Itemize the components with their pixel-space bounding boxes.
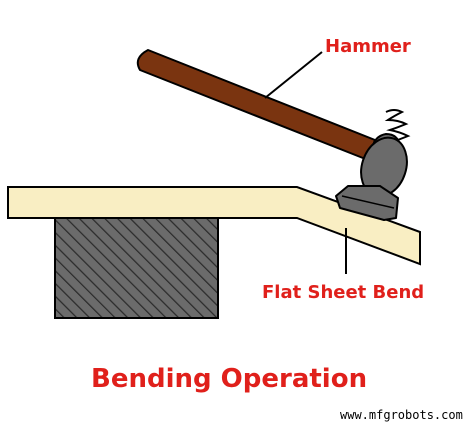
watermark: www.mfgrobots.com — [340, 408, 463, 422]
support-block — [54, 215, 219, 319]
flat-sheet-bend-label: Flat Sheet Bend — [262, 282, 425, 303]
hammer-head — [335, 109, 411, 221]
diagram-title: Bending Operation — [91, 364, 368, 394]
metal-sheet — [7, 186, 421, 266]
hammer-label: Hammer — [325, 36, 411, 57]
hammer-handle — [136, 49, 376, 161]
hammer-leader-line — [264, 51, 323, 99]
